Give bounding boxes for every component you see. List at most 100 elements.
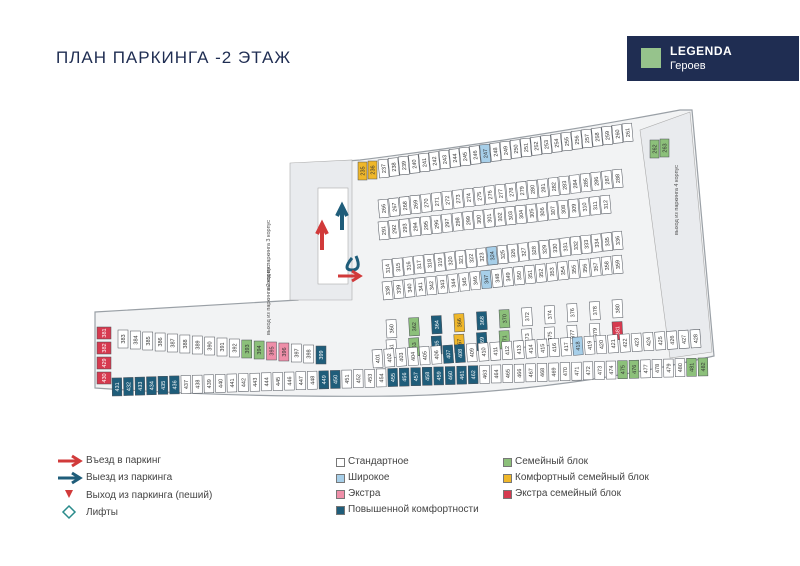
parking-spot[interactable]: 435 <box>157 376 169 395</box>
parking-spot[interactable]: 270 <box>420 193 432 213</box>
parking-spot[interactable]: 340 <box>403 278 416 298</box>
parking-spot[interactable]: 343 <box>436 274 449 295</box>
parking-spot[interactable]: 359 <box>611 254 624 275</box>
parking-spot[interactable]: 420 <box>595 334 608 355</box>
parking-spot[interactable]: 332 <box>569 235 582 256</box>
parking-spot[interactable]: 247 <box>479 143 492 164</box>
parking-spot[interactable]: 447 <box>295 371 307 390</box>
parking-spot[interactable]: 351 <box>524 264 536 285</box>
parking-spot[interactable]: 362 <box>408 317 420 337</box>
parking-spot[interactable]: 456 <box>399 367 410 387</box>
parking-spot[interactable]: 324 <box>486 246 498 266</box>
parking-spot[interactable]: 345 <box>458 272 471 292</box>
parking-spot[interactable]: 267 <box>388 197 401 217</box>
parking-spot[interactable]: 477 <box>640 359 651 379</box>
parking-spot[interactable]: 356 <box>578 258 591 278</box>
parking-spot[interactable]: 394 <box>253 340 265 360</box>
parking-spot[interactable]: 312 <box>599 194 612 215</box>
parking-spot[interactable]: 319 <box>434 252 446 272</box>
parking-spot[interactable]: 403 <box>395 347 407 367</box>
parking-spot[interactable]: 349 <box>502 267 514 287</box>
parking-spot[interactable]: 415 <box>536 338 549 358</box>
parking-spot[interactable]: 416 <box>548 337 560 358</box>
parking-spot[interactable]: 389 <box>192 335 203 355</box>
parking-spot[interactable]: 440 <box>215 374 226 393</box>
parking-spot[interactable]: 418 <box>571 336 584 356</box>
parking-spot[interactable]: 431 <box>111 377 123 397</box>
parking-spot[interactable]: 260 <box>611 124 624 144</box>
parking-spot[interactable]: 405 <box>418 346 431 366</box>
parking-spot[interactable]: 468 <box>536 363 548 382</box>
parking-spot[interactable]: 360 <box>385 319 398 339</box>
parking-spot[interactable]: 316 <box>402 256 415 276</box>
parking-spot[interactable]: 352 <box>535 263 547 283</box>
parking-spot[interactable]: 427 <box>677 329 690 349</box>
parking-spot[interactable]: 238 <box>387 157 400 177</box>
parking-spot[interactable]: 449 <box>318 370 329 390</box>
parking-spot[interactable]: 329 <box>538 239 551 260</box>
parking-spot[interactable]: 421 <box>607 334 619 354</box>
parking-spot[interactable]: 455 <box>387 368 398 387</box>
parking-spot[interactable]: 444 <box>261 372 272 392</box>
parking-spot[interactable]: 245 <box>459 146 471 167</box>
parking-spot[interactable]: 293 <box>398 218 411 238</box>
parking-spot[interactable]: 334 <box>590 233 603 253</box>
parking-spot[interactable]: 279 <box>516 181 528 201</box>
parking-spot[interactable]: 321 <box>454 249 467 270</box>
parking-spot[interactable]: 318 <box>423 253 436 274</box>
parking-spot[interactable]: 390 <box>204 336 215 356</box>
parking-spot[interactable]: 457 <box>410 367 421 387</box>
parking-spot[interactable]: 358 <box>600 256 613 276</box>
parking-spot[interactable]: 370 <box>498 309 511 329</box>
parking-spot[interactable]: 396 <box>278 342 290 362</box>
parking-spot[interactable]: 380 <box>611 299 624 319</box>
parking-spot[interactable]: 327 <box>517 242 530 262</box>
parking-spot[interactable]: 269 <box>409 194 422 215</box>
parking-spot[interactable]: 442 <box>238 373 249 392</box>
parking-spot[interactable]: 326 <box>507 243 519 263</box>
parking-spot[interactable]: 282 <box>547 177 560 197</box>
parking-spot[interactable]: 249 <box>499 140 512 161</box>
parking-spot[interactable]: 291 <box>377 220 390 241</box>
parking-spot[interactable]: 263 <box>659 138 670 158</box>
parking-spot[interactable]: 323 <box>475 247 488 267</box>
parking-spot[interactable]: 465 <box>502 364 513 383</box>
parking-spot[interactable]: 460 <box>444 366 456 385</box>
parking-spot[interactable]: 480 <box>674 358 686 378</box>
parking-spot[interactable]: 307 <box>546 201 559 221</box>
parking-spot[interactable]: 317 <box>413 255 425 275</box>
parking-spot[interactable]: 346 <box>469 270 482 291</box>
parking-spot[interactable]: 412 <box>501 340 513 361</box>
parking-spot[interactable]: 395 <box>266 341 277 361</box>
parking-spot[interactable]: 388 <box>179 334 191 354</box>
parking-spot[interactable]: 382 <box>96 341 112 355</box>
parking-spot[interactable]: 425 <box>654 331 666 351</box>
parking-spot[interactable]: 283 <box>558 175 571 196</box>
parking-spot[interactable]: 401 <box>371 349 384 369</box>
parking-spot[interactable]: 432 <box>123 377 134 396</box>
parking-spot[interactable]: 281 <box>537 178 549 198</box>
parking-spot[interactable]: 237 <box>377 158 390 179</box>
parking-spot[interactable]: 301 <box>483 208 496 228</box>
parking-spot[interactable]: 306 <box>536 202 548 222</box>
parking-spot[interactable]: 438 <box>192 374 203 394</box>
parking-spot[interactable]: 466 <box>513 363 525 383</box>
parking-spot[interactable]: 393 <box>241 339 252 359</box>
parking-spot[interactable]: 302 <box>494 207 506 227</box>
parking-spot[interactable]: 314 <box>381 258 394 279</box>
parking-spot[interactable]: 397 <box>291 343 302 363</box>
parking-spot[interactable]: 366 <box>453 313 465 333</box>
parking-spot[interactable]: 458 <box>421 366 433 386</box>
parking-spot[interactable]: 244 <box>448 148 461 168</box>
parking-spot[interactable]: 322 <box>465 248 478 269</box>
parking-spot[interactable]: 475 <box>617 360 628 379</box>
parking-spot[interactable]: 276 <box>484 185 496 205</box>
parking-spot[interactable]: 463 <box>479 365 490 384</box>
parking-spot[interactable]: 476 <box>628 359 640 379</box>
parking-spot[interactable]: 271 <box>430 192 443 212</box>
parking-spot[interactable]: 423 <box>630 332 643 352</box>
parking-spot[interactable]: 391 <box>216 337 228 357</box>
parking-spot[interactable]: 411 <box>489 341 502 361</box>
parking-spot[interactable]: 478 <box>651 359 663 378</box>
parking-spot[interactable]: 255 <box>560 131 573 152</box>
